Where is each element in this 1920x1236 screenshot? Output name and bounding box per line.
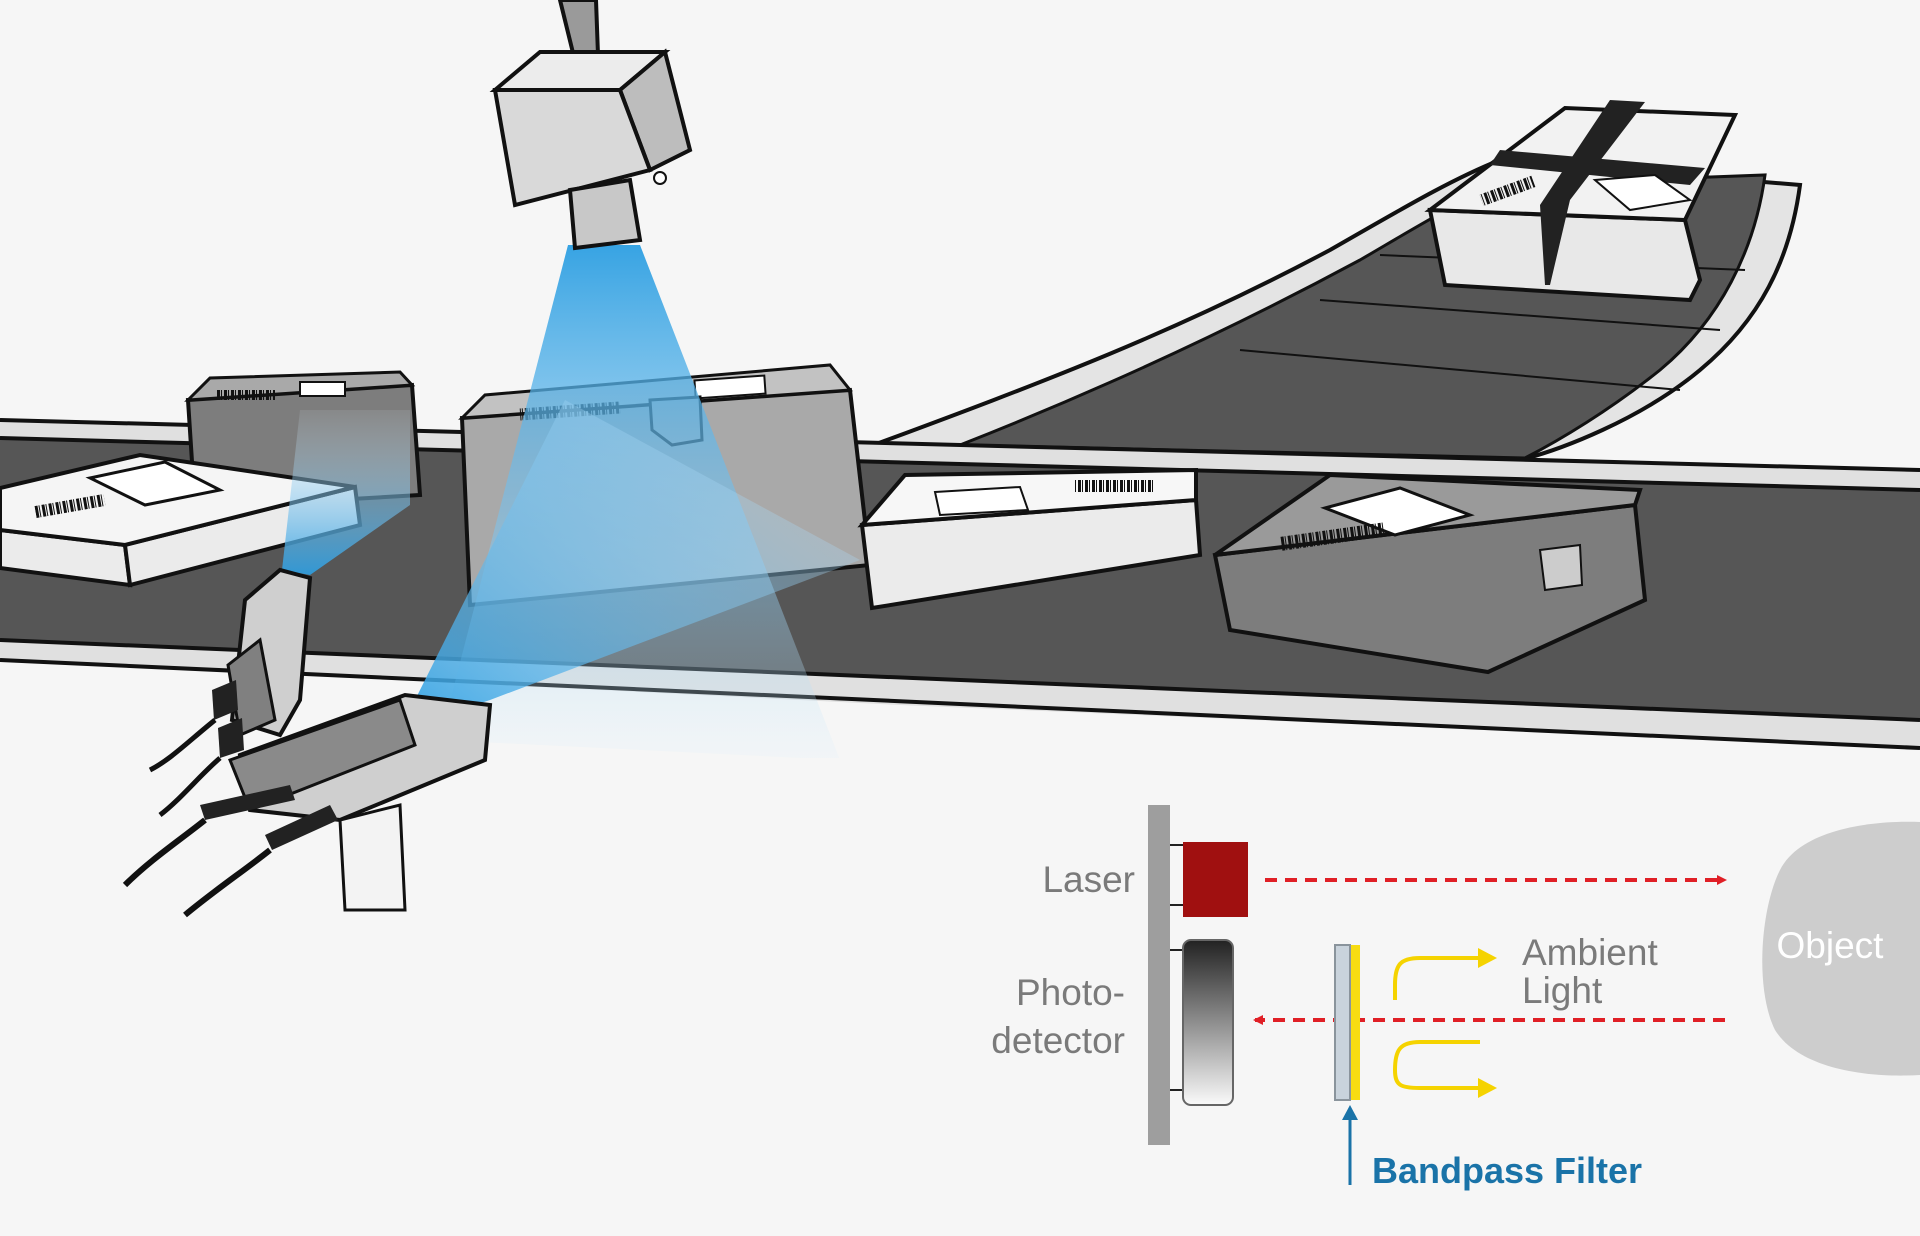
ambient-light-label-line1: Ambient xyxy=(1522,932,1658,973)
barcode-icon xyxy=(1279,522,1386,551)
ambient-light-label-line2: Light xyxy=(1522,970,1603,1011)
filter-glass xyxy=(1334,944,1351,1101)
distance-sensor-icon xyxy=(148,567,313,817)
side-sensor-beam xyxy=(400,400,860,730)
distance-sensor-icon xyxy=(122,692,493,918)
upper-sensor-beam xyxy=(282,410,410,575)
filter-coating xyxy=(1351,945,1360,1100)
barcode-icon xyxy=(1075,480,1155,492)
photodetector-label-line1: Photo- xyxy=(1016,972,1125,1013)
barcode-icon xyxy=(215,390,275,400)
mounting-board xyxy=(1148,805,1170,1145)
box-dark-right xyxy=(1212,472,1648,675)
box-white-middle xyxy=(857,467,1203,611)
laser-label: Laser xyxy=(1042,859,1135,900)
bandpass-filter-label: Bandpass Filter xyxy=(1372,1150,1642,1191)
ambient-light-ray-lower xyxy=(1392,1040,1480,1090)
box-taped-top xyxy=(1424,100,1739,303)
photodetector-label-line2: detector xyxy=(991,1020,1125,1061)
ambient-light-ray-upper xyxy=(1393,956,1480,1000)
laser-emitter xyxy=(1183,842,1248,917)
target-object xyxy=(1762,821,1920,1076)
photodetector xyxy=(1182,939,1234,1106)
barcode-icon xyxy=(34,494,106,518)
object-label: Object xyxy=(1777,925,1885,966)
laser-schematic: Object Laser Photo- detector Ambient Lig… xyxy=(722,758,1920,1231)
overhead-camera-icon xyxy=(489,0,693,251)
barcode-icon xyxy=(1479,175,1536,206)
